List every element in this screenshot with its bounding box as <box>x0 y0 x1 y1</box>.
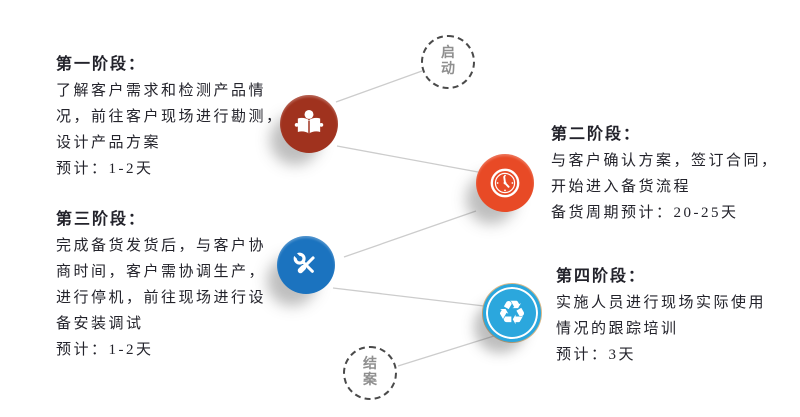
end-node-label-line2: 案 <box>363 373 377 388</box>
connector-line-stage2-to-stage3 <box>343 210 477 258</box>
stage1-line: 了解客户需求和检测产品情 <box>56 83 267 99</box>
stage1-node <box>280 95 338 153</box>
stage3-line: 完成备货发货后，与客户协 <box>56 238 267 254</box>
connector-line-start-to-stage1 <box>335 70 423 103</box>
end-node-label-line1: 结 <box>363 357 377 372</box>
stage2-node <box>476 154 534 212</box>
tools-icon <box>293 252 315 274</box>
stage2-estimate: 备货周期预计：20-25天 <box>551 205 739 221</box>
stage3-title: 第三阶段： <box>56 211 147 228</box>
stage4-line: 实施人员进行现场实际使用 <box>556 295 767 311</box>
stage2-line: 开始进入备货流程 <box>551 179 692 195</box>
clock-icon <box>490 168 520 198</box>
start-node-label-line2: 动 <box>441 62 455 77</box>
stage3-line: 商时间，客户需协调生产， <box>56 264 267 280</box>
stage1-line: 设计产品方案 <box>56 135 162 151</box>
stage3-text: 第三阶段： 完成备货发货后，与客户协 商时间，客户需协调生产， 进行停机，前往现… <box>56 207 266 363</box>
reading-person-icon <box>294 109 324 134</box>
stage3-estimate: 预计：1-2天 <box>56 342 154 358</box>
start-node: 启 动 <box>421 35 475 89</box>
stage4-text: 第四阶段： 实施人员进行现场实际使用 情况的跟踪培训 预计：3天 <box>556 264 766 368</box>
connector-line-stage3-to-stage4 <box>332 287 485 307</box>
recycle-icon: ♻ <box>497 292 527 332</box>
connector-line-stage4-to-end <box>397 335 495 367</box>
stage1-estimate: 预计：1-2天 <box>56 161 154 177</box>
stage4-title: 第四阶段： <box>556 268 647 285</box>
stage4-node: ♻ <box>483 284 541 342</box>
stage3-node <box>277 236 335 294</box>
connector-line-stage1-to-stage2 <box>336 145 479 173</box>
stage4-estimate: 预计：3天 <box>556 347 637 363</box>
start-node-label-line1: 启 <box>441 46 455 61</box>
stage1-title: 第一阶段： <box>56 56 147 73</box>
stage1-text: 第一阶段： 了解客户需求和检测产品情 况，前往客户现场进行勘测， 设计产品方案 … <box>56 52 284 182</box>
end-node: 结 案 <box>343 346 397 400</box>
stage2-line: 与客户确认方案，签订合同， <box>551 153 779 169</box>
stage3-line: 备安装调试 <box>56 316 144 332</box>
stage1-line: 况，前往客户现场进行勘测， <box>56 109 284 125</box>
stage3-line: 进行停机，前往现场进行设 <box>56 290 267 306</box>
stage2-title: 第二阶段： <box>551 126 642 143</box>
stage4-line: 情况的跟踪培训 <box>556 321 679 337</box>
stage2-text: 第二阶段： 与客户确认方案，签订合同， 开始进入备货流程 备货周期预计：20-2… <box>551 122 779 226</box>
